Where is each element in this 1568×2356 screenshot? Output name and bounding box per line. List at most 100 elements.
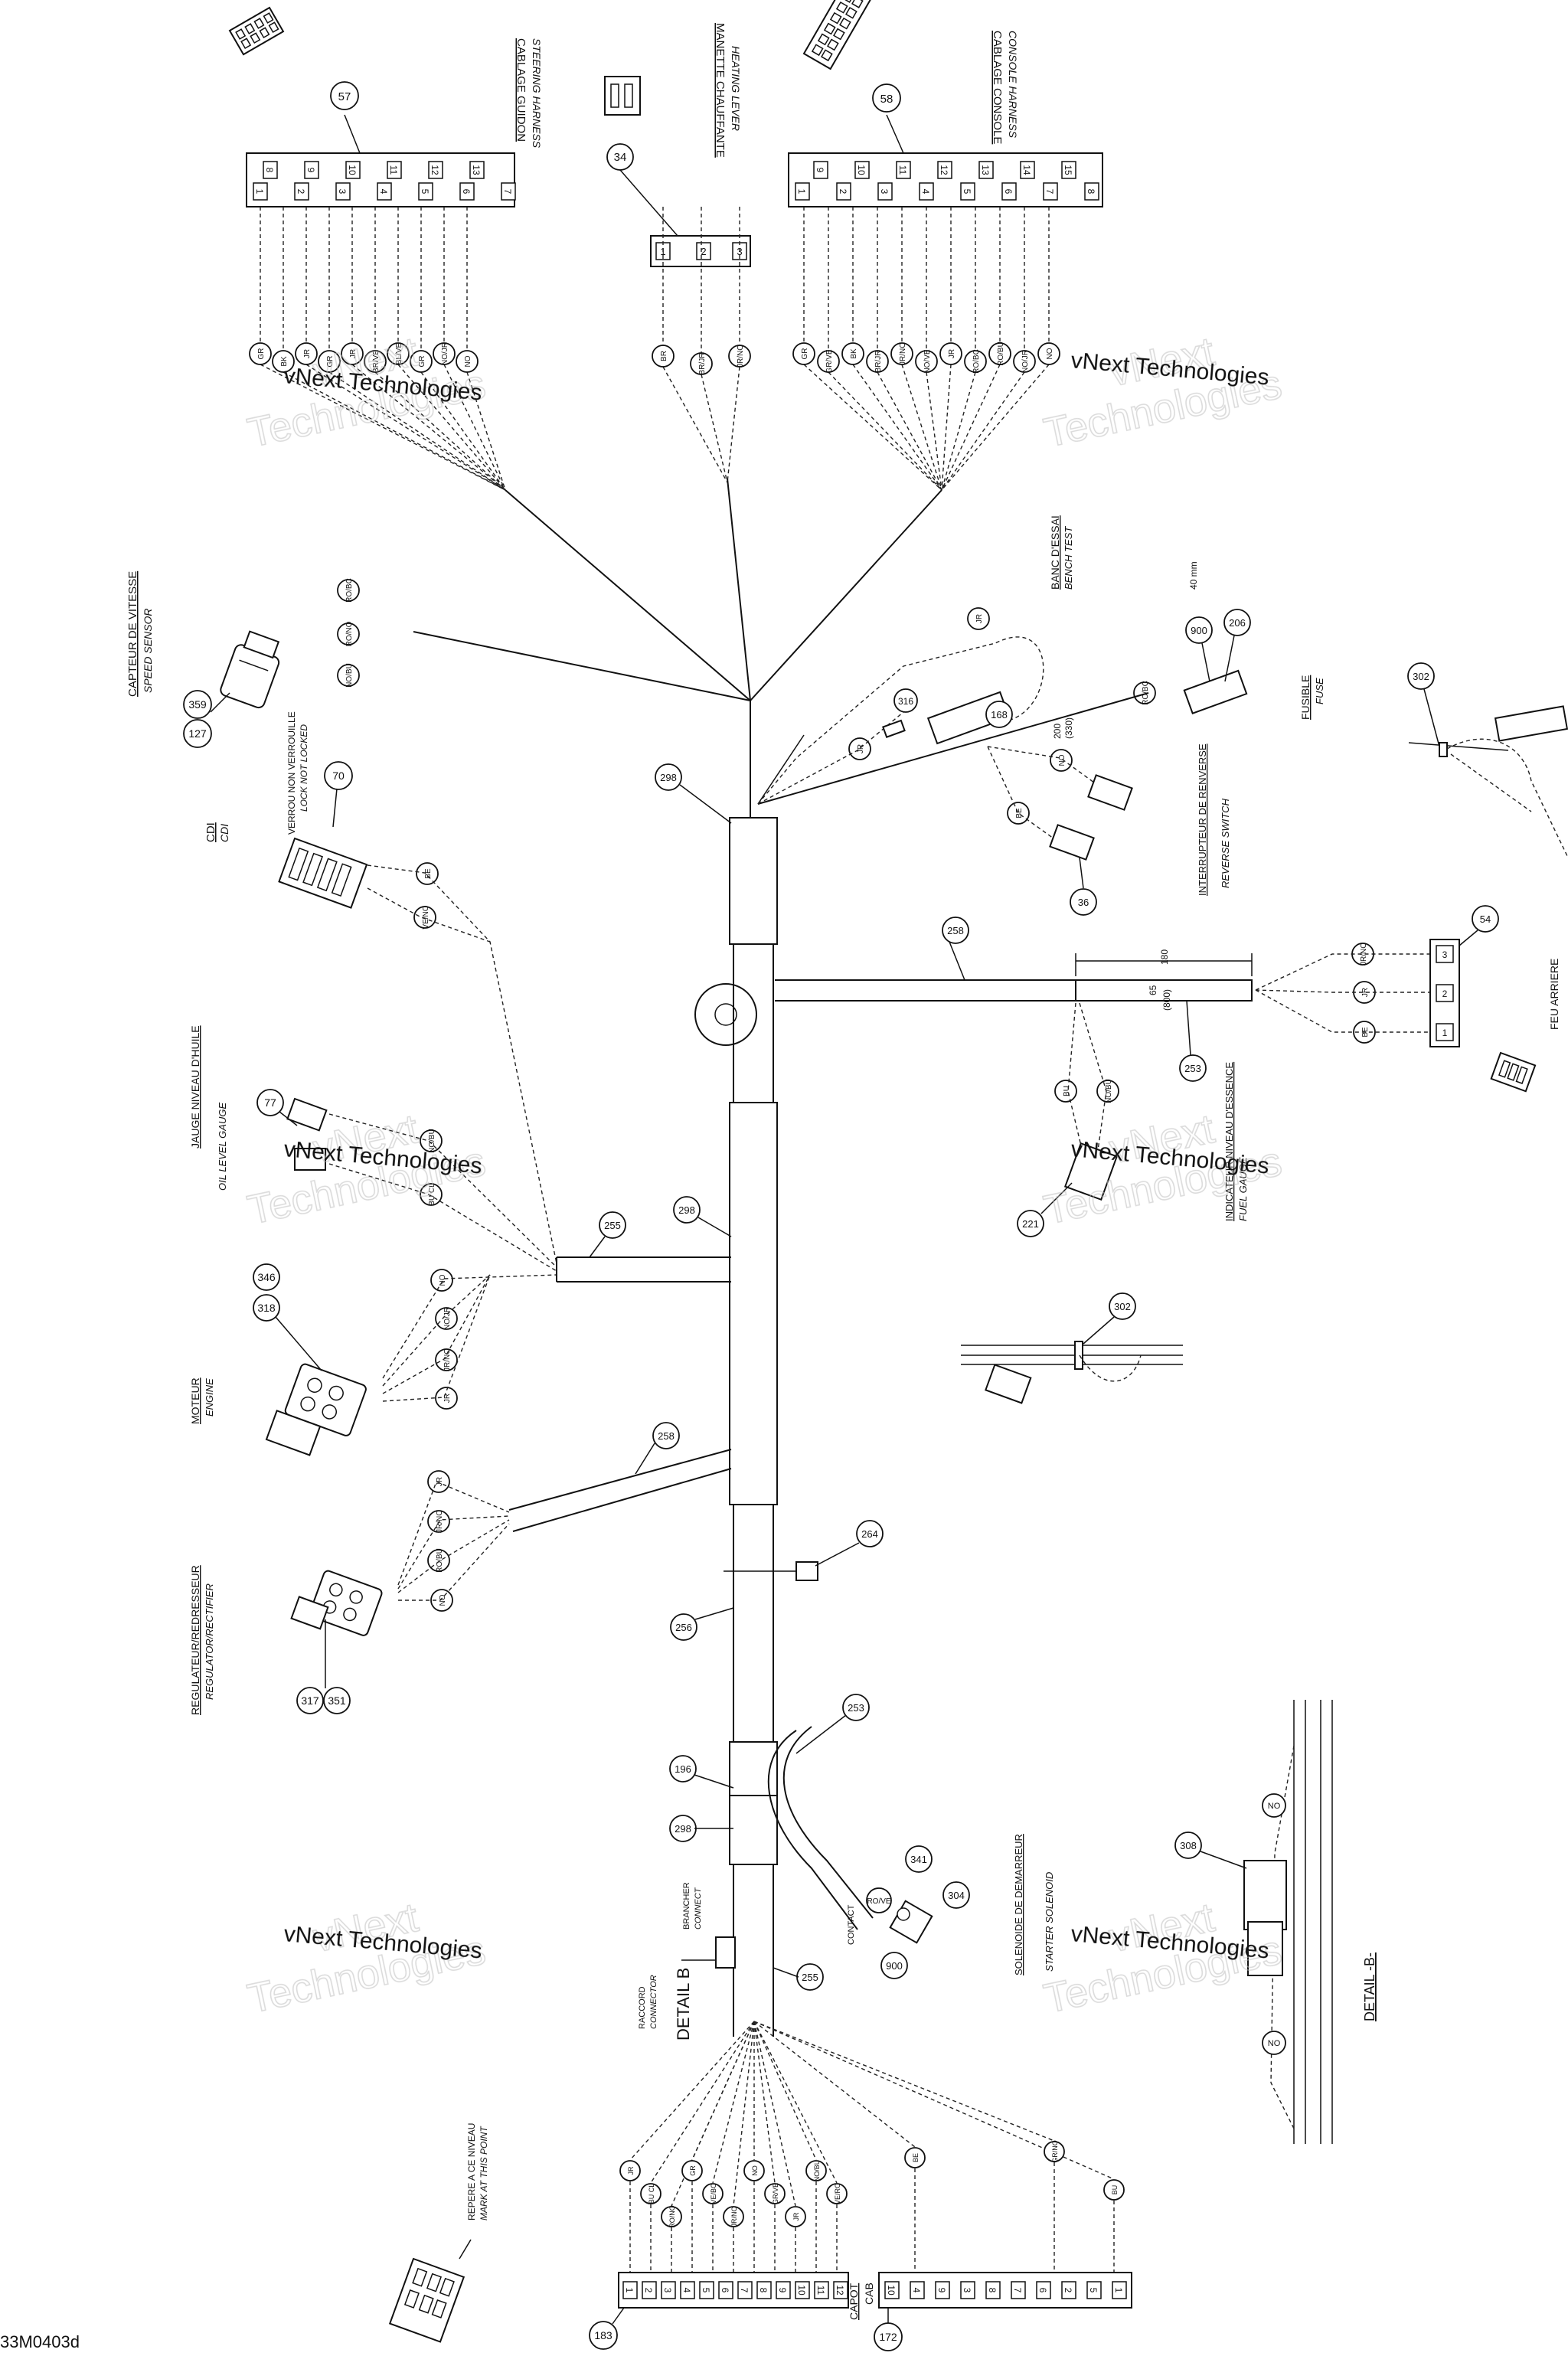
reverse-switch-label-en: REVERSE SWITCH [1220,798,1231,888]
steering-wire-label-0: GR [257,348,266,360]
console-wire-bubble-4 [890,342,913,365]
starter-solenoid-group: RO/VE 341 304 900 CONTACT SOLENOIDE DE D… [847,1834,1055,1979]
console-bottom-pin-3: 4 [920,189,931,194]
junction-lines [413,478,1149,805]
harness-ref-196: 196 [675,1763,691,1775]
steering-wire-bottom-3 [328,371,506,491]
cab-pin-9: 1 [1113,2288,1124,2293]
capot-fan-7 [753,2021,776,2184]
detail-b-label: DETAIL -B- [1362,1952,1377,2021]
connector-b-connect-fr: BRANCHER [682,1882,691,1930]
harness-ref-253: 253 [848,1702,864,1714]
console-top-pin-box-1 [854,161,870,179]
capot-wire-bubble-10 [826,2183,848,2204]
regulator-group: 317 351 REGULATEUR/REDRESSEUR REGULATOR/… [189,1481,510,1715]
detail-b-wire-bottom: NO [1268,2039,1281,2048]
steering-wire-bottom-8 [443,364,506,491]
console-wire-bubble-5 [915,350,938,373]
capot-pin-11: 12 [835,2285,845,2296]
tail-wire-label-0: JR/NO [1360,943,1368,966]
cab-pin-8: 5 [1088,2288,1099,2293]
cab-pin-1: 4 [911,2288,922,2293]
capot-pin-2: 3 [662,2288,673,2293]
capot-wire-label-10: VE/RO [834,2183,841,2204]
fuel-gauge-label-fr: INDICATEUR NIVEAU D'ESSENCE [1223,1062,1235,1221]
regulator-wire-label-3: NO [439,1594,447,1606]
reverse-switch-ref: 36 [1078,897,1089,908]
speed-wire-label-2: NO/BU [345,663,354,688]
bench-test-ref-900: 900 [1191,625,1207,636]
heating-wire-bottom-2 [727,366,740,483]
harness-ref-253-b: 253 [1184,1063,1201,1074]
console-wire-bubble-8 [988,342,1011,365]
console-wire-bottom-8 [941,364,1001,491]
drawing-code: 33M0403d [0,2332,80,2351]
engine-ref-318: 318 [257,1302,276,1314]
oil-gauge-group: 77 JAUGE NIVEAU D'HUILE OIL LEVEL GAUGE [189,1025,557,1272]
fuel-wire-bubble-1 [1096,1080,1119,1103]
capot-pin-box-4 [699,2281,714,2299]
capot-fan-3 [691,2021,755,2161]
console-wire-bubble-2 [841,342,864,365]
console-top-pin-box-4 [978,161,994,179]
tail-light-label-fr: FEU ARRIERE [1548,959,1560,1030]
console-wire-bottom-10 [941,364,1050,491]
tail-light-pictogram [1490,1051,1537,1093]
fuel-gauge-ref: 221 [1022,1218,1039,1230]
steering-bottom-pin-box-6 [501,182,516,201]
harness-ref-258-b: 258 [947,925,964,936]
console-wire-label-9: NO/JR [1021,350,1030,373]
steering-bottom-pin-3: 4 [378,189,389,194]
harness-ref-255-a: 255 [604,1220,621,1231]
speed-sensor-pictogram [220,630,280,709]
cdi-group: 70 CDI CDI VERROU NON VERROUILLE LOCK NO… [204,711,557,1264]
cab-pin-box-2 [935,2281,950,2299]
cab-ref: 172 [879,2331,897,2343]
mark-point-label-fr: REPERE A CE NIVEAU [466,2123,477,2220]
heating-lever-connector: 1 2 3 34 MANETTE CHAUFFANTE HEATING LEVE… [604,23,751,267]
bench-wire-bubble-2 [1133,681,1156,704]
speed-wire-bubble-2 [337,664,360,687]
capot-wire-bubble-5 [723,2206,744,2227]
capot-fan-5 [733,2021,755,2207]
steering-bottom-pin-box-0 [253,182,268,201]
console-bottom-pin-4: 5 [962,189,972,194]
steering-bottom-pin-2: 3 [337,189,348,194]
console-wire-bubble-3 [866,350,889,373]
engine-wire-bubble-3 [435,1387,458,1410]
heating-wire-label-1: BR/JR [698,353,707,375]
cab-pin-3: 3 [962,2288,972,2293]
harness-ref-298-c: 298 [675,1823,691,1835]
main-harness-trunk [508,701,1253,2037]
cab-pin-box-7 [1061,2281,1076,2299]
capot-pin-box-7 [756,2281,772,2299]
steering-wire-bubble-8 [433,342,456,365]
steering-top-pin-box-5 [469,161,485,179]
capot-fan-0 [629,2021,755,2161]
capot-wire-label-1: BU CL [648,2184,655,2204]
cab-pin-0: 10 [886,2285,897,2296]
mark-point-label-en: MARK AT THIS POINT [479,2126,489,2220]
console-bottom-pin-1: 2 [838,189,848,194]
console-wire-bubble-9 [1013,350,1036,373]
console-bottom-pin-5: 6 [1003,189,1014,194]
capot-fan-1 [650,2021,755,2184]
bench-test-group: 168 316 900 206 BANC D'ESSAI BENCH TEST … [757,515,1251,805]
console-wire-bottom-3 [877,371,942,491]
capot-wire-bubble-4 [702,2183,724,2204]
heating-wire-bottom-1 [701,374,728,483]
console-top-pin-box-5 [1020,161,1035,179]
capot-pin-3: 4 [681,2288,692,2293]
capot-wire-bubble-2 [661,2206,682,2227]
console-wire-label-2: BK [850,348,858,359]
console-wire-bottom-4 [901,364,942,491]
engine-ref-346: 346 [257,1271,276,1283]
tail-light-group: 180 65 (800) 3 2 1 54 FEU ARRIERE [1075,905,1560,1093]
steering-bottom-pin-6: 7 [502,189,513,194]
cab-wire-label-0: BE [912,2153,920,2162]
cab-pin-6: 6 [1037,2288,1048,2293]
steering-connector-pictogram [228,6,285,56]
console-bottom-pin-box-3 [919,182,934,201]
capot-wire-label-3: GR [689,2165,697,2176]
